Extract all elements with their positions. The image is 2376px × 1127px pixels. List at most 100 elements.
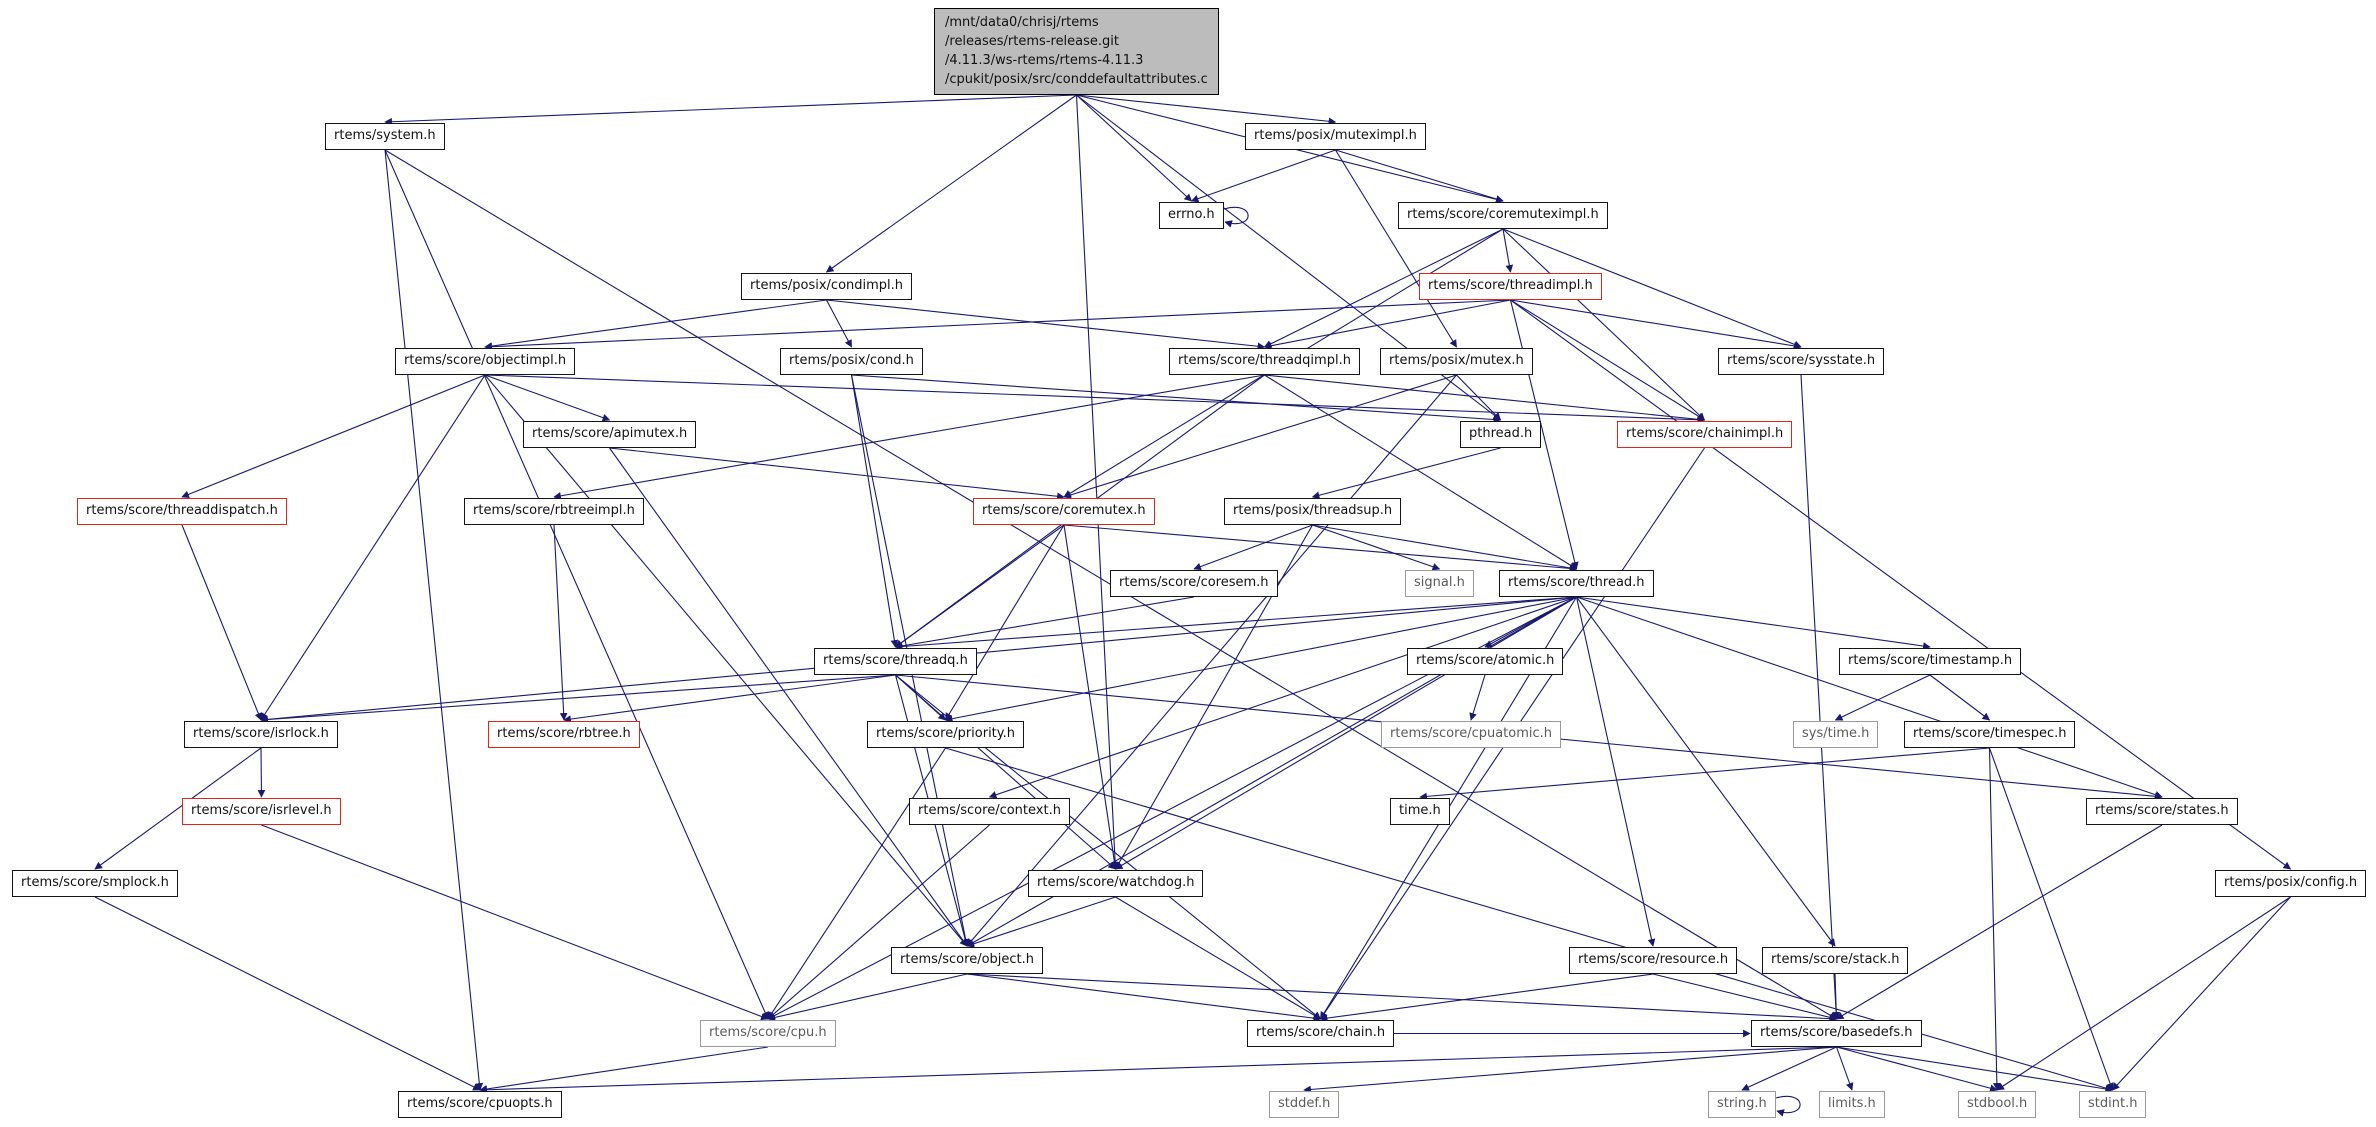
node-label-cond: rtems/posix/cond.h [789,353,914,368]
node-label-basedefs: rtems/score/basedefs.h [1760,1025,1913,1040]
edge-sysstate-basedefs [1800,374,1840,1020]
node-atomic[interactable]: rtems/score/atomic.h [1407,648,1564,675]
edge-threadqimpl-thread [1264,374,1578,570]
node-rbtreeimpl[interactable]: rtems/score/rbtreeimpl.h [464,498,644,525]
node-cpu[interactable]: rtems/score/cpu.h [700,1020,836,1047]
edge-root-watchdog [1075,94,1119,870]
edge-cond-pthread [851,374,1502,424]
node-context[interactable]: rtems/score/context.h [909,798,1070,825]
edge-timespec-stdbool [1988,747,2001,1091]
node-timestamp[interactable]: rtems/score/timestamp.h [1839,648,2022,675]
node-threadsup[interactable]: rtems/posix/threadsup.h [1224,498,1402,525]
edge-thread-timestamp [1576,596,1931,650]
node-cond[interactable]: rtems/posix/cond.h [780,348,923,375]
node-posixconfig[interactable]: rtems/posix/config.h [2215,870,2367,897]
node-label-threaddispatch: rtems/score/threaddispatch.h [86,503,278,518]
edge-threadq-watchdog [895,674,1117,870]
node-resource[interactable]: rtems/score/resource.h [1569,947,1738,974]
node-cpuatomic[interactable]: rtems/score/cpuatomic.h [1381,721,1562,748]
node-muteximpl[interactable]: rtems/posix/muteximpl.h [1245,123,1426,150]
edge-mutex-object [966,374,1457,947]
edge-objectimpl-object [484,374,968,947]
node-label-stdbool: stdbool.h [1967,1096,2028,1111]
node-label-resource: rtems/score/resource.h [1578,952,1729,967]
edge-condimpl-cond [826,299,852,348]
edge-thread-stack [1576,596,1836,947]
edge-basedefs-stddef [1303,1046,1837,1094]
node-system[interactable]: rtems/system.h [325,123,445,150]
edge-errno-errno [1223,206,1249,228]
node-threadqimpl[interactable]: rtems/score/threadqimpl.h [1169,348,1360,375]
edge-threadimpl-threadqimpl [1263,299,1511,350]
node-chainimpl[interactable]: rtems/score/chainimpl.h [1617,421,1793,448]
node-rbtree[interactable]: rtems/score/rbtree.h [488,721,640,748]
node-limits[interactable]: limits.h [1819,1091,1885,1118]
node-chain[interactable]: rtems/score/chain.h [1247,1020,1395,1047]
node-stdint[interactable]: stdint.h [2079,1091,2147,1118]
node-string[interactable]: string.h [1708,1091,1776,1118]
edge-apimutex-object [609,447,968,947]
node-threaddispatch[interactable]: rtems/score/threaddispatch.h [77,498,287,525]
node-condimpl[interactable]: rtems/posix/condimpl.h [741,273,913,300]
node-stddef[interactable]: stddef.h [1269,1091,1340,1118]
edge-apimutex-coremutex [609,447,1065,501]
node-isrlock[interactable]: rtems/score/isrlock.h [184,721,338,748]
node-stdbool[interactable]: stdbool.h [1958,1091,2037,1118]
node-systime[interactable]: sys/time.h [1793,721,1879,748]
edge-condimpl-threadqimpl [826,299,1266,351]
node-label-string: string.h [1717,1096,1767,1111]
node-label-timespec: rtems/score/timespec.h [1913,726,2067,741]
node-smplock[interactable]: rtems/score/smplock.h [12,870,178,897]
node-coremutex[interactable]: rtems/score/coremutex.h [973,498,1155,525]
node-timespec[interactable]: rtems/score/timespec.h [1904,721,2076,748]
node-basedefs[interactable]: rtems/score/basedefs.h [1751,1020,1922,1047]
edge-basedefs-stdbool [1836,1046,1998,1092]
node-isrlevel[interactable]: rtems/score/isrlevel.h [182,798,341,825]
node-label-signal: signal.h [1414,575,1465,590]
edge-threadimpl-thread [1509,299,1579,570]
edge-thread-resource [1575,596,1656,947]
edge-timestamp-timespec [1929,674,1991,721]
node-thread[interactable]: rtems/score/thread.h [1499,570,1654,597]
node-coremuteximpl[interactable]: rtems/score/coremuteximpl.h [1398,202,1608,229]
edge-threaddispatch-isrlock [181,524,262,721]
node-label-threadimpl: rtems/score/threadimpl.h [1428,278,1593,293]
node-label-isrlevel: rtems/score/isrlevel.h [191,803,332,818]
edge-watchdog-object [966,896,1116,948]
edge-string-string [1775,1095,1801,1117]
node-label-atomic: rtems/score/atomic.h [1416,653,1555,668]
edge-threadsup-coresem [1193,524,1313,571]
node-threadq[interactable]: rtems/score/threadq.h [814,648,977,675]
node-errno[interactable]: errno.h [1159,202,1224,229]
node-label-timestamp: rtems/score/timestamp.h [1848,653,2013,668]
edge-threadsup-watchdog [1115,524,1313,870]
edge-basedefs-limits [1835,1046,1854,1091]
node-threadimpl[interactable]: rtems/score/threadimpl.h [1419,273,1602,300]
edge-cond-threadq [850,374,899,648]
node-stack[interactable]: rtems/score/stack.h [1762,947,1909,974]
node-watchdog[interactable]: rtems/score/watchdog.h [1028,870,1204,897]
node-label-sysstate: rtems/score/sysstate.h [1727,353,1876,368]
edge-timestamp-systime [1834,674,1931,721]
node-coresem[interactable]: rtems/score/coresem.h [1110,570,1278,597]
edge-objectimpl-apimutex [484,374,611,422]
edge-mutex-coremutex [1063,374,1457,499]
edge-coremutex-priority [945,524,1065,721]
edge-coremutex-watchdog [1063,524,1119,870]
node-mutex[interactable]: rtems/posix/mutex.h [1380,348,1533,375]
node-label-objectimpl: rtems/score/objectimpl.h [404,353,567,368]
node-object[interactable]: rtems/score/object.h [891,947,1043,974]
node-pthread[interactable]: pthread.h [1460,421,1542,448]
node-priority[interactable]: rtems/score/priority.h [867,721,1024,748]
node-states[interactable]: rtems/score/states.h [2086,798,2238,825]
edge-threadqimpl-chainimpl [1264,374,1706,424]
node-label-errno: errno.h [1168,207,1215,222]
node-signal[interactable]: signal.h [1405,570,1474,597]
edge-thread-watchdog [1114,596,1577,870]
node-time[interactable]: time.h [1390,798,1450,825]
node-cpuopts[interactable]: rtems/score/cpuopts.h [398,1091,562,1118]
node-apimutex[interactable]: rtems/score/apimutex.h [523,421,697,448]
node-objectimpl[interactable]: rtems/score/objectimpl.h [395,348,576,375]
node-sysstate[interactable]: rtems/score/sysstate.h [1718,348,1885,375]
